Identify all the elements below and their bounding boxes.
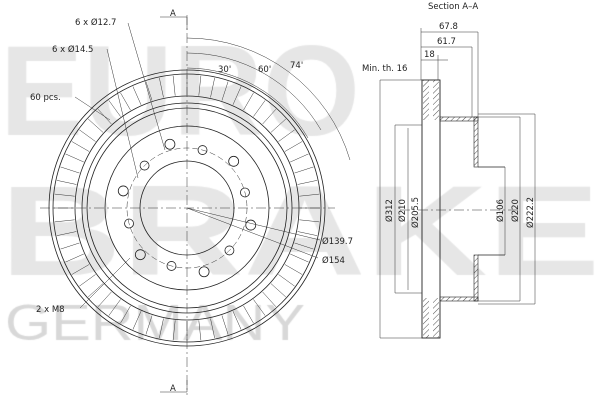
vane [56, 180, 77, 185]
vane [159, 77, 164, 98]
vane [120, 92, 131, 111]
bolt-hole [134, 249, 146, 261]
section-marker-top: A [170, 9, 176, 19]
disc-front-view [40, 15, 351, 395]
bolt-hole [224, 245, 235, 256]
vane [278, 129, 295, 142]
vane [284, 141, 303, 152]
bolt-hole [228, 155, 240, 167]
bolt-hole [166, 261, 177, 271]
vane [87, 283, 104, 298]
vane [54, 219, 75, 223]
vane [65, 253, 84, 263]
vane [79, 129, 96, 142]
bolt-hole [240, 187, 250, 198]
bolt-holes [117, 138, 257, 278]
bolt-hole [245, 219, 257, 231]
vane [108, 100, 121, 117]
vane [120, 305, 131, 324]
vane [108, 299, 121, 316]
vane [253, 299, 266, 316]
bolt-hole [139, 160, 150, 171]
vane [198, 75, 202, 96]
vane [56, 231, 77, 236]
vane [145, 81, 153, 101]
bolt-hole [198, 266, 210, 278]
vane [54, 193, 75, 197]
vane [290, 153, 309, 163]
vane [132, 86, 142, 105]
vane [297, 180, 318, 185]
bolt-hole [164, 138, 176, 150]
vane [79, 274, 96, 287]
vane [278, 274, 295, 287]
vane [159, 318, 164, 339]
vane [297, 231, 318, 236]
vane [97, 291, 112, 308]
dim-min-thickness: Min. th. 16 [362, 64, 407, 74]
vane [71, 141, 90, 152]
bolt-hole [197, 145, 208, 155]
angle-30: 30' [218, 65, 231, 75]
vane [253, 100, 266, 117]
dim-hat-width: 61.7 [437, 37, 456, 47]
angle-74: 74' [290, 61, 303, 71]
dim-d222-2: Ø222.2 [525, 197, 536, 228]
vane [243, 305, 254, 324]
vane [284, 264, 303, 275]
vane [221, 81, 229, 101]
callout-pcd: Ø139.7 [322, 236, 353, 247]
callout-holes-large: 6 x Ø14.5 [52, 44, 93, 55]
vane [60, 166, 80, 174]
bolt-hole [124, 218, 134, 229]
angle-60: 60' [258, 65, 271, 75]
dim-d312: Ø312 [384, 199, 395, 222]
front-labels: A A 6 x Ø12.7 6 x Ø14.5 60 pcs. 2 x M8 Ø… [30, 9, 353, 394]
vane [60, 242, 80, 250]
vane [65, 153, 84, 163]
vane [243, 92, 254, 111]
vane [262, 291, 277, 308]
dim-d106: Ø106 [495, 199, 506, 222]
vane [210, 318, 215, 339]
vane [210, 77, 215, 98]
vane [172, 320, 176, 341]
dim-overall-width: 67.8 [439, 22, 458, 32]
vane [232, 311, 242, 330]
vane [132, 311, 142, 330]
vane [294, 166, 314, 174]
disc-section-view [379, 28, 536, 339]
dim-d205-5: Ø205.5 [410, 197, 421, 228]
callout-holes-small: 6 x Ø12.7 [75, 17, 116, 28]
section-title: Section A–A [428, 2, 478, 12]
bolt-hole [117, 185, 129, 197]
vane [172, 75, 176, 96]
vane [290, 253, 309, 263]
dim-thickness: 18 [424, 50, 435, 60]
callout-vanes: 60 pcs. [30, 93, 61, 103]
callout-threads: 2 x M8 [36, 305, 65, 315]
section-marker-bottom: A [170, 384, 176, 394]
cooling-vanes [54, 75, 320, 341]
vane [145, 315, 153, 335]
vane [232, 86, 242, 105]
vane [270, 118, 287, 133]
callout-hole-circle: Ø154 [322, 255, 345, 266]
dim-d220: Ø220 [510, 199, 521, 222]
vane [294, 242, 314, 250]
section-labels: Section A–A 67.8 61.7 18 Min. th. 16 Ø31… [362, 2, 536, 228]
vane [262, 108, 277, 125]
vane [270, 283, 287, 298]
dim-d210: Ø210 [397, 199, 408, 222]
vane [299, 219, 320, 223]
vane [221, 315, 229, 335]
vane [299, 193, 320, 197]
vane [87, 118, 104, 133]
vane [71, 264, 90, 275]
vane [198, 320, 202, 341]
